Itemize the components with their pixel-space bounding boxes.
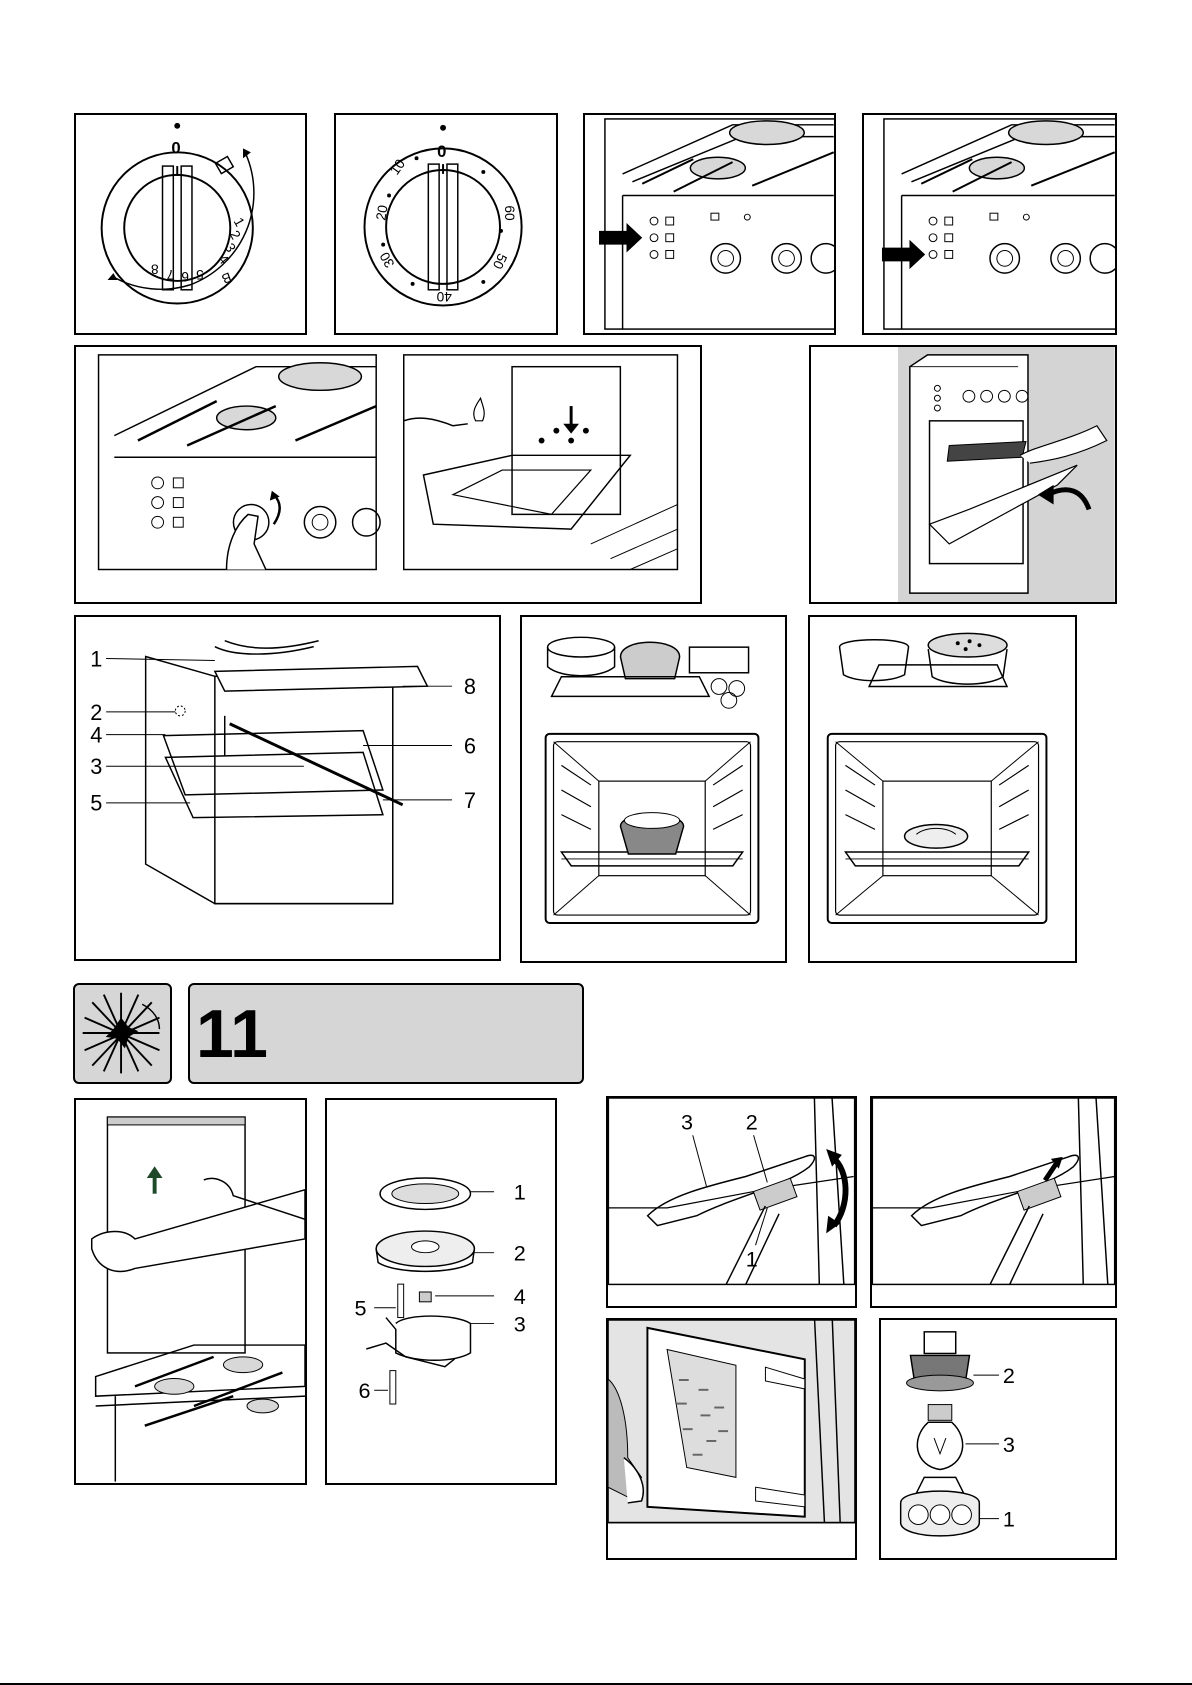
- dial-mark-7: 7: [167, 267, 175, 282]
- burner-callout-4: 4: [514, 1284, 526, 1309]
- insert-tray-figure: [809, 345, 1117, 604]
- oven-part-callout-7: 7: [464, 788, 476, 813]
- remove-door-drawing: [608, 1320, 855, 1558]
- timer-mark-40: 40: [436, 289, 452, 304]
- timer-mark-10: 10: [387, 156, 408, 177]
- timer-dial-drawing: 0 10 20 30 40 50 60: [336, 115, 556, 333]
- temperature-dial-figure: 0 1 2 3 4 5 6 7 8 B: [74, 113, 307, 335]
- timer-mark-20: 20: [373, 204, 390, 222]
- section-number: 11: [196, 999, 268, 1069]
- oven-ignition-drawing: [76, 347, 700, 602]
- timer-mark-30: 30: [377, 249, 398, 270]
- lamp-parts-figure: 2 3 1: [879, 1318, 1117, 1560]
- door-hinge-closed-figure: [870, 1096, 1117, 1308]
- oven-parts-figure: 1 2 4 3 5 8 6 7: [74, 615, 501, 961]
- burner-parts-drawing: 1 2 4 3 5 6: [327, 1100, 555, 1483]
- control-panel-figure-2: [862, 113, 1117, 335]
- oven-part-callout-5: 5: [90, 791, 102, 816]
- timer-mark-60: 60: [502, 205, 517, 221]
- control-panel-drawing-2: [864, 115, 1115, 333]
- control-panel-figure-1: [583, 113, 836, 335]
- burner-callout-6: 6: [358, 1378, 370, 1403]
- remove-door-figure: [606, 1318, 857, 1560]
- roasting-cookware-figure: [808, 615, 1077, 963]
- section-icon-box: [73, 983, 172, 1084]
- dial-position-label: B: [220, 269, 234, 286]
- baking-cookware-drawing: [522, 617, 785, 961]
- oven-part-callout-6: 6: [464, 733, 476, 758]
- temperature-dial-drawing: 0 1 2 3 4 5 6 7 8 B: [76, 115, 305, 333]
- baking-cookware-figure: [520, 615, 787, 963]
- oven-part-callout-1: 1: [90, 646, 102, 671]
- lamp-callout-3: 3: [1003, 1432, 1015, 1457]
- dial-mark-1: 1: [231, 215, 248, 229]
- door-hinge-open-figure: 3 2 1: [606, 1096, 857, 1308]
- oven-part-callout-2: 2: [90, 700, 102, 725]
- dial-mark-6: 6: [181, 269, 189, 284]
- burner-callout-1: 1: [514, 1180, 526, 1205]
- insert-tray-drawing: [811, 347, 1115, 602]
- control-panel-drawing-1: [585, 115, 834, 333]
- burner-callout-3: 3: [514, 1311, 526, 1336]
- sparkle-icon: [75, 985, 170, 1082]
- burner-parts-figure: 1 2 4 3 5 6: [325, 1098, 557, 1485]
- section-title-box: 11: [188, 983, 584, 1084]
- burner-callout-2: 2: [514, 1241, 526, 1266]
- oven-part-callout-4: 4: [90, 723, 102, 748]
- dial-mark-4: 4: [215, 252, 232, 268]
- hinge-callout-1: 1: [746, 1247, 758, 1272]
- oven-part-callout-3: 3: [90, 754, 102, 779]
- timer-zero-label: 0: [437, 142, 446, 161]
- lamp-parts-drawing: 2 3 1: [881, 1320, 1115, 1558]
- door-hinge-closed-drawing: [872, 1098, 1115, 1306]
- dial-mark-5: 5: [196, 267, 204, 282]
- remove-lid-figure: [74, 1098, 307, 1485]
- oven-part-callout-8: 8: [464, 674, 476, 699]
- hinge-callout-2: 2: [746, 1109, 758, 1134]
- lamp-callout-1: 1: [1003, 1507, 1015, 1532]
- oven-ignition-figure: [74, 345, 702, 604]
- roasting-cookware-drawing: [810, 617, 1075, 961]
- dial-zero-label: 0: [171, 138, 180, 157]
- oven-parts-drawing: 1 2 4 3 5 8 6 7: [76, 617, 499, 959]
- dial-mark-8: 8: [151, 261, 159, 276]
- burner-callout-5: 5: [355, 1296, 367, 1321]
- hinge-callout-3: 3: [681, 1109, 693, 1134]
- remove-lid-drawing: [76, 1100, 305, 1483]
- timer-dial-figure: 0 10 20 30 40 50 60: [334, 113, 558, 335]
- lamp-callout-2: 2: [1003, 1363, 1015, 1388]
- door-hinge-open-drawing: 3 2 1: [608, 1098, 855, 1306]
